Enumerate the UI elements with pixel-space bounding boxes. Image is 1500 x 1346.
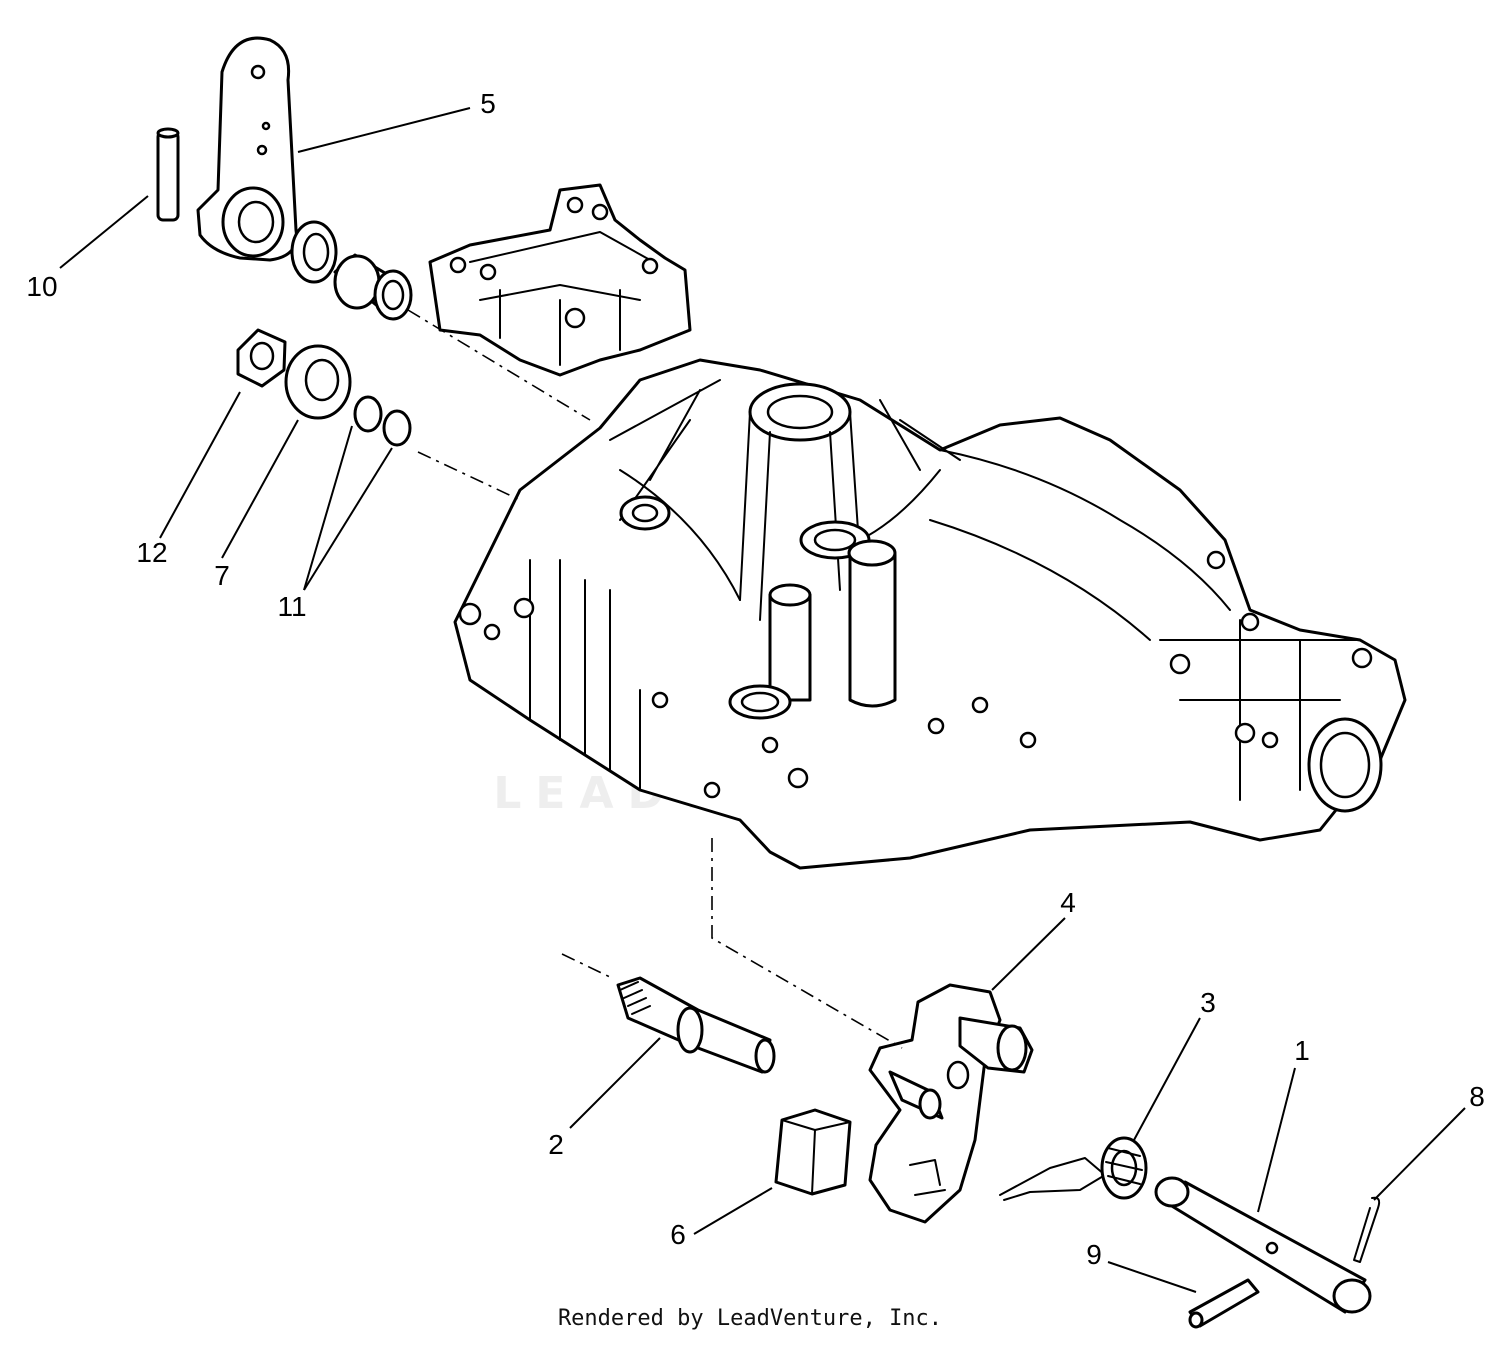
- callout-3: 3: [1200, 987, 1216, 1018]
- callout-6: 6: [670, 1219, 686, 1250]
- part-7-washer: [284, 344, 352, 420]
- part-8-cotter-pin: [1353, 1196, 1381, 1263]
- part-9-small-pin: [1188, 1278, 1260, 1329]
- callout-5: 5: [480, 88, 496, 119]
- assembly-dashed-lines: [407, 309, 903, 1049]
- part-10-roll-pin: [156, 127, 180, 222]
- callout-2: 2: [548, 1129, 564, 1160]
- part-4-control-arm: [868, 983, 1034, 1224]
- seal-ring: [290, 220, 338, 284]
- part-11-o-rings: [353, 395, 412, 447]
- part-1-pin: [1154, 1176, 1372, 1314]
- transmission-housing: [428, 183, 1407, 870]
- part-6-shoe-block: [774, 1108, 852, 1196]
- callout-4: 4: [1060, 887, 1076, 918]
- part-5-lever-arm: [196, 36, 298, 262]
- callout-9: 9: [1086, 1239, 1102, 1270]
- part-2-shaft: [616, 976, 776, 1074]
- callout-12: 12: [136, 537, 167, 568]
- callout-labels: 1 2 3 4 5 6 7 8 9 10 11 12: [26, 88, 1484, 1270]
- callout-7: 7: [214, 560, 230, 591]
- callout-8: 8: [1469, 1081, 1485, 1112]
- bushing: [333, 253, 413, 321]
- callout-11: 11: [277, 591, 306, 622]
- leader-lines: [59, 107, 1466, 1293]
- callout-1: 1: [1294, 1035, 1310, 1066]
- callout-10: 10: [26, 271, 57, 302]
- part-3-spring: [999, 1136, 1148, 1201]
- render-credit-footer: Rendered by LeadVenture, Inc.: [557, 1306, 943, 1331]
- part-12-nut: [236, 328, 287, 388]
